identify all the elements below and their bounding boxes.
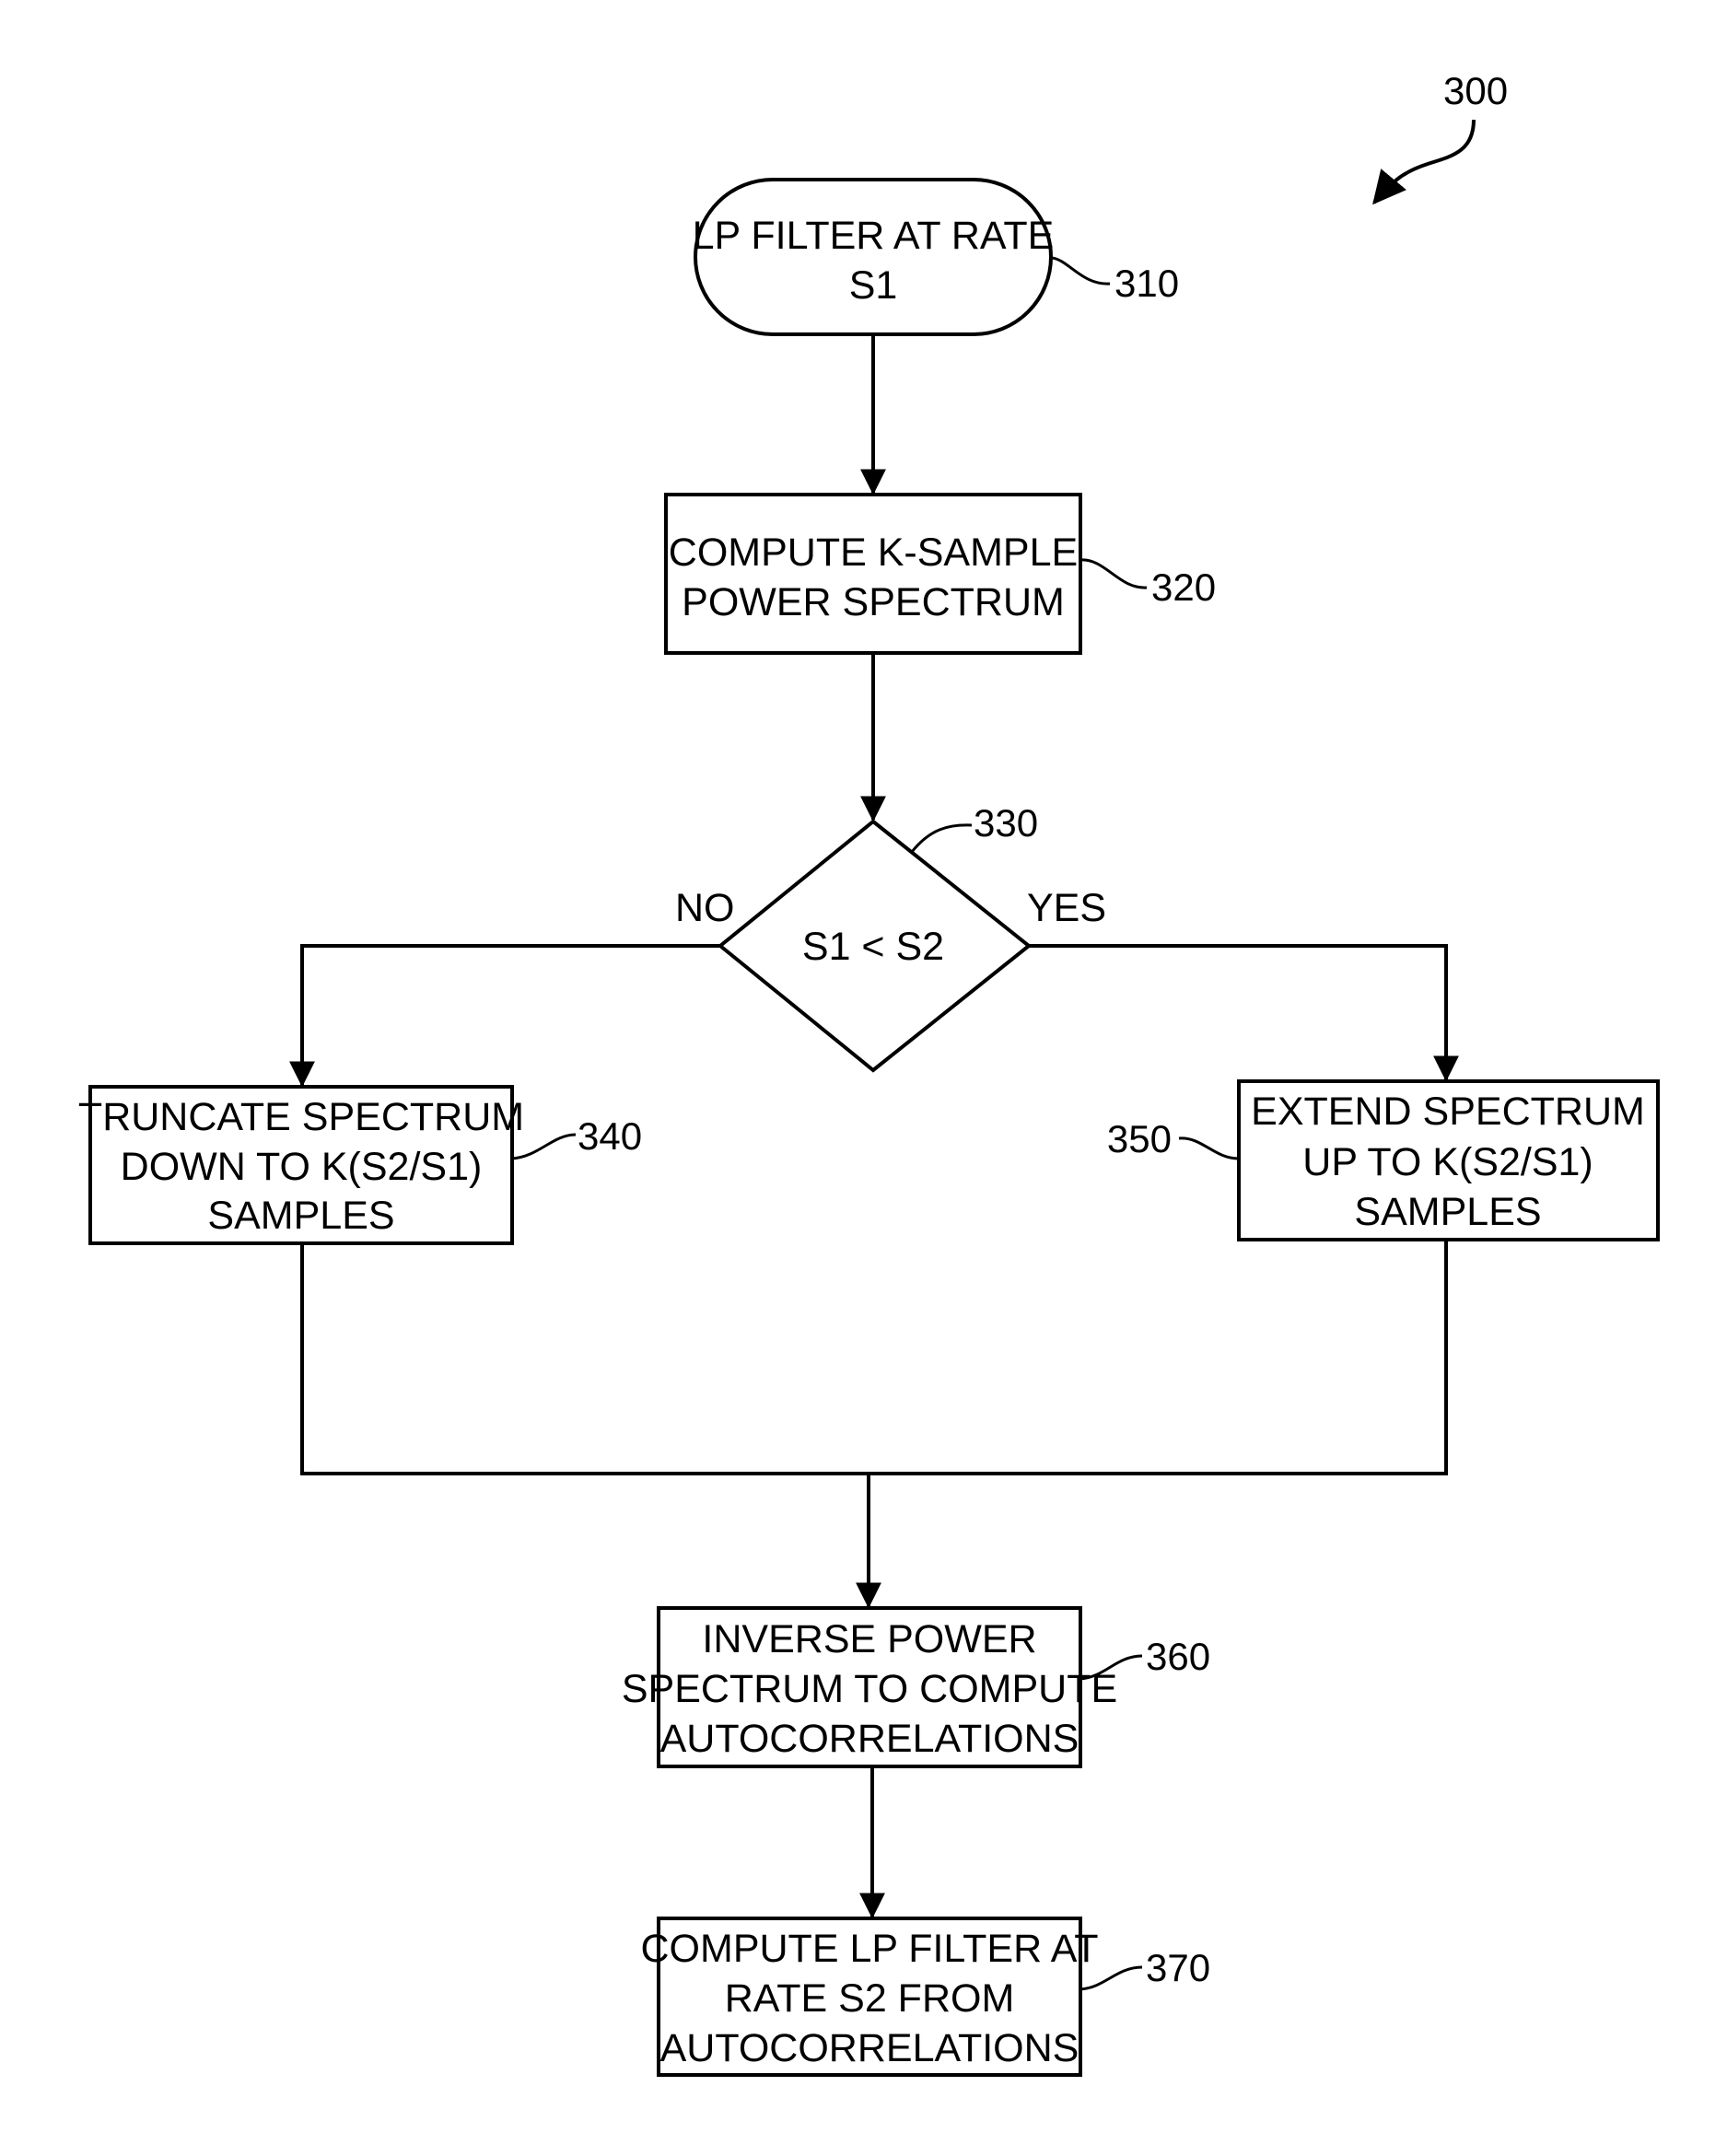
ref-320: 320: [1151, 565, 1216, 609]
compute-lp-line-1: COMPUTE LP FILTER AT: [641, 1927, 1099, 1971]
ref-330: 330: [974, 801, 1038, 845]
decision-condition: S1 < S2: [802, 925, 944, 969]
power-spectrum-line-2: POWER SPECTRUM: [682, 580, 1065, 624]
ref-360: 360: [1146, 1635, 1210, 1678]
ref-320-leader: [1080, 560, 1147, 588]
decision-no-label: NO: [675, 886, 735, 930]
inverse-line-3: AUTOCORRELATIONS: [660, 1717, 1079, 1761]
truncate-line-3: SAMPLES: [207, 1194, 394, 1238]
ref-310: 310: [1114, 262, 1179, 305]
merge-line-from-340: [302, 1243, 869, 1474]
merge-line-from-350: [869, 1240, 1446, 1474]
truncate-line-2: DOWN TO K(S2/S1): [121, 1145, 483, 1189]
ref-330-leader: [912, 825, 972, 852]
truncate-line-1: TRUNCATE SPECTRUM: [78, 1095, 524, 1139]
arrow-yes-to-350: [1029, 946, 1446, 1079]
inverse-line-1: INVERSE POWER: [702, 1617, 1036, 1661]
ref-350-leader: [1179, 1138, 1239, 1159]
inverse-line-2: SPECTRUM TO COMPUTE: [622, 1667, 1117, 1711]
decision-yes-label: YES: [1027, 886, 1106, 930]
extend-line-2: UP TO K(S2/S1): [1302, 1140, 1593, 1184]
start-node-line-1: LP FILTER AT RATE: [693, 214, 1055, 258]
ref-370: 370: [1146, 1946, 1210, 1989]
ref-310-leader: [1052, 258, 1110, 284]
compute-lp-line-3: AUTOCORRELATIONS: [660, 2026, 1079, 2070]
ref-340: 340: [578, 1114, 642, 1158]
start-node-line-2: S1: [849, 263, 898, 308]
figure-pointer-arrow: [1374, 120, 1474, 203]
figure-number: 300: [1443, 69, 1508, 112]
extend-line-1: EXTEND SPECTRUM: [1251, 1090, 1645, 1134]
extend-line-3: SAMPLES: [1354, 1190, 1541, 1234]
arrow-no-to-340: [302, 946, 720, 1085]
compute-lp-line-2: RATE S2 FROM: [725, 1976, 1015, 2021]
power-spectrum-line-1: COMPUTE K-SAMPLE: [669, 530, 1078, 575]
ref-350: 350: [1107, 1117, 1172, 1160]
